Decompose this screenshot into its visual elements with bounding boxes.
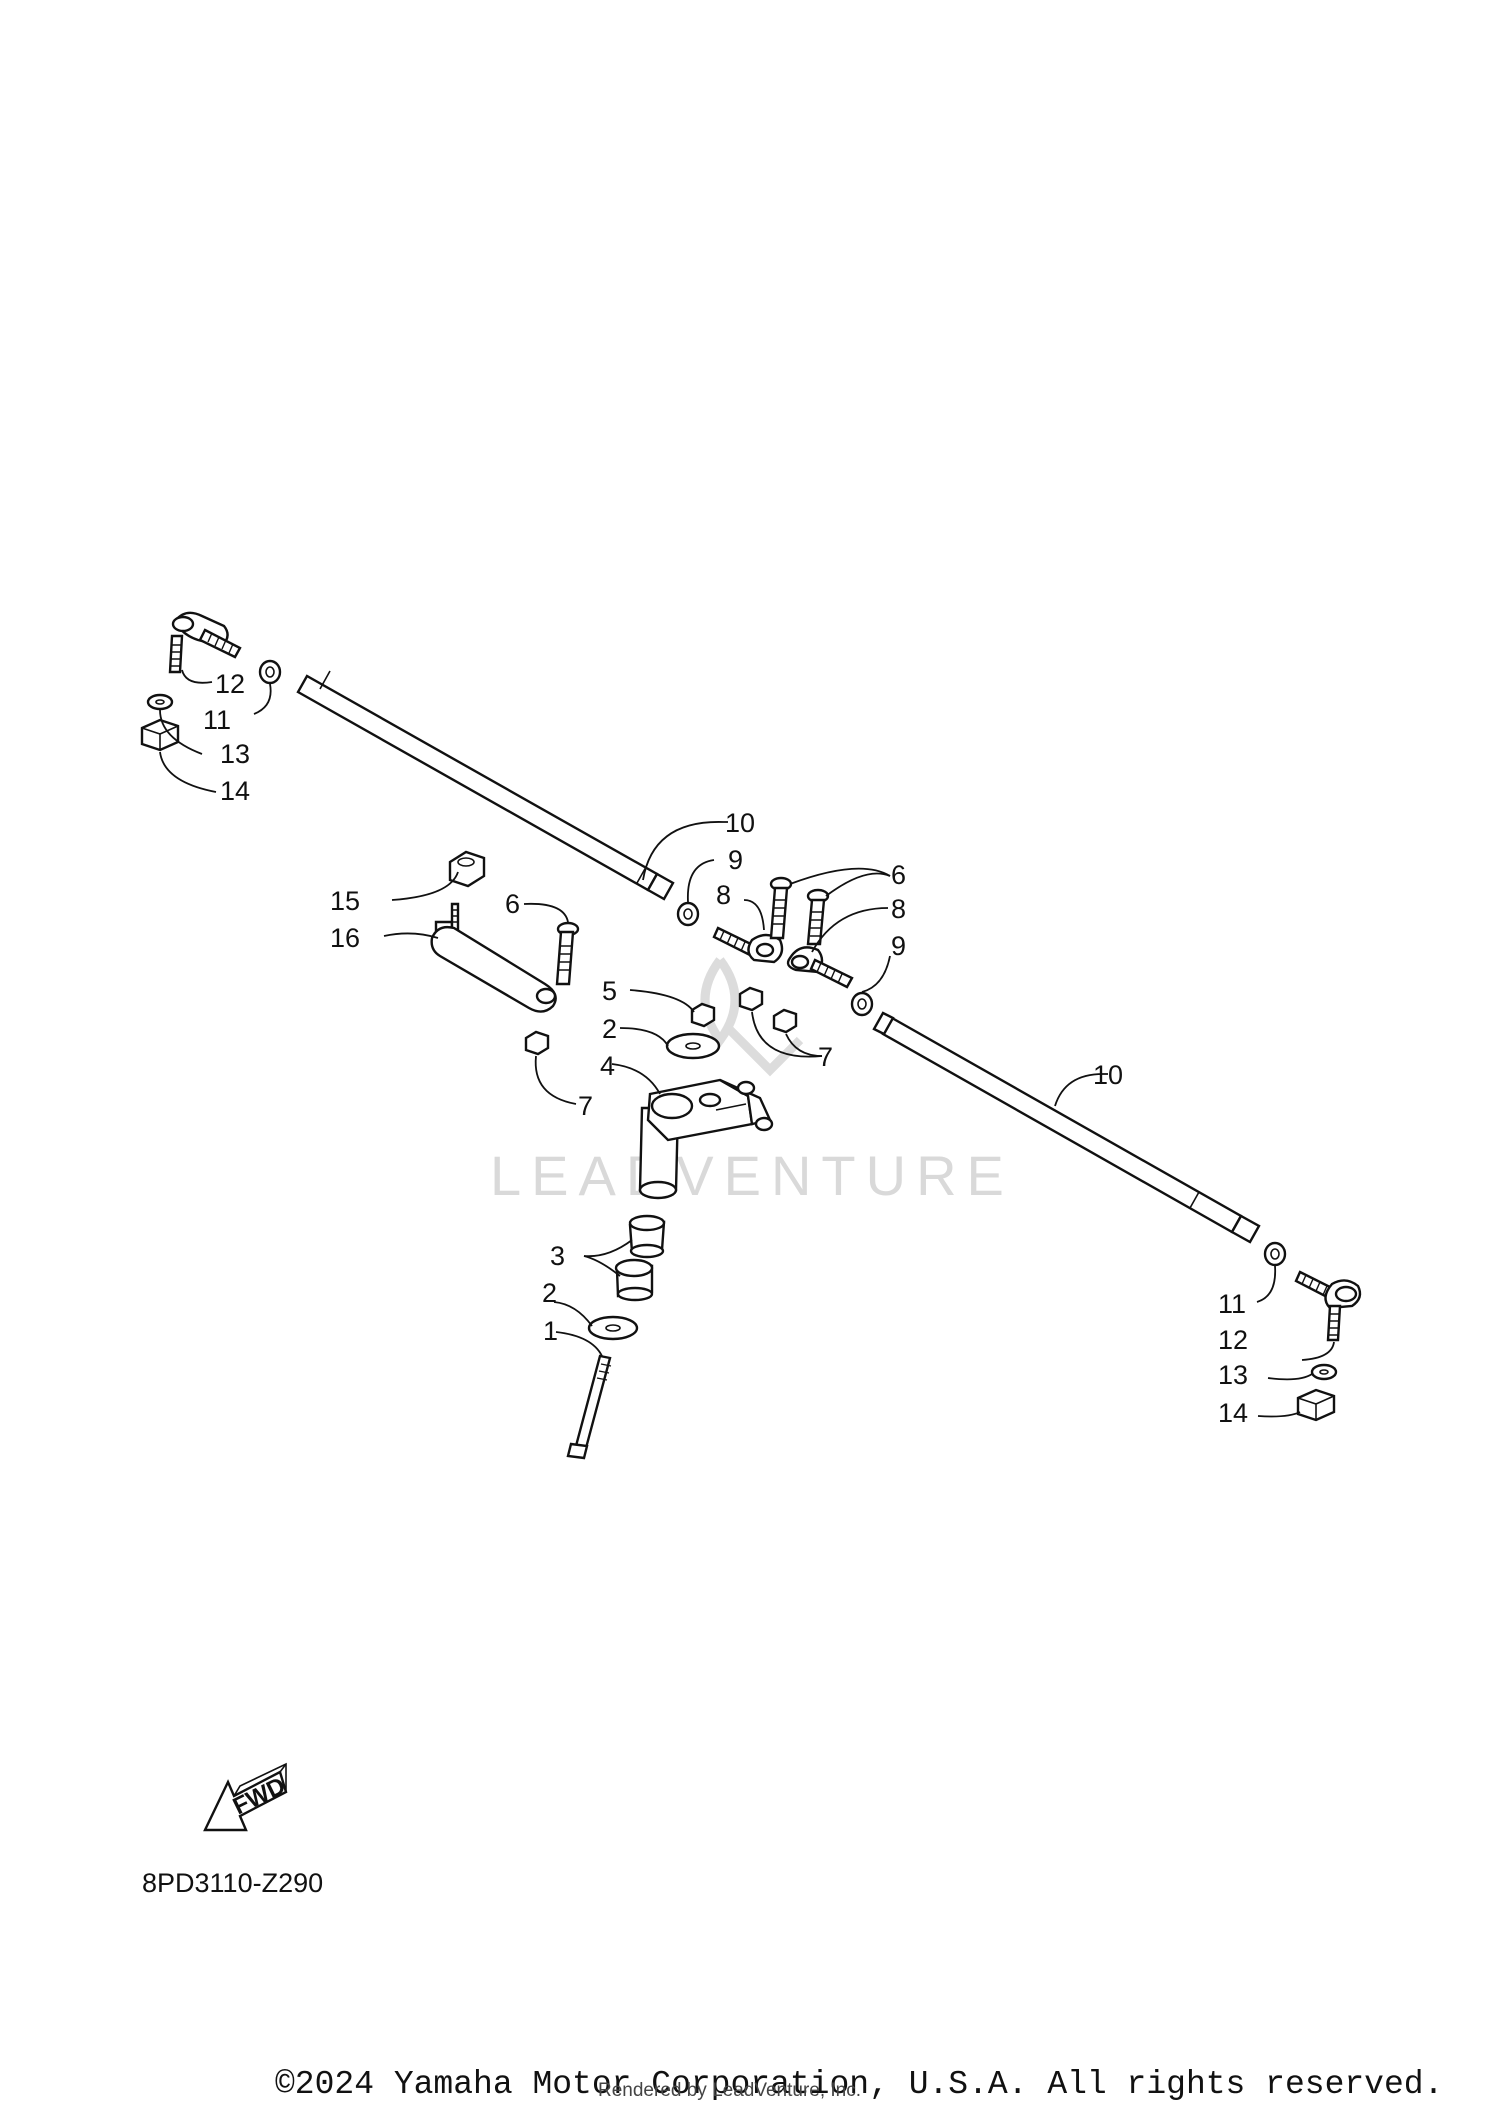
tie-rod-left: [296, 670, 675, 901]
leader-7c: [534, 1055, 577, 1105]
callout-2: 2: [602, 1014, 617, 1044]
callout-7: 7: [818, 1042, 833, 1072]
callout-12: 12: [215, 669, 245, 699]
callout-13: 13: [1218, 1360, 1248, 1390]
callout-11: 11: [203, 705, 231, 735]
tie-rod-right: [872, 1011, 1261, 1244]
leader-6b: [825, 872, 891, 897]
bolt-6-b: [806, 888, 830, 946]
leader-16: [383, 932, 439, 939]
callout-3: 3: [550, 1241, 565, 1271]
callout-4: 4: [600, 1051, 615, 1081]
leader-12a: [181, 669, 213, 684]
bushing-3-lower: [614, 1258, 654, 1302]
rendered-by-notice: Rendered by LeadVenture, Inc.: [598, 2080, 862, 2101]
leader-7a: [751, 1011, 823, 1058]
callout-9: 9: [891, 931, 906, 961]
leader-9b: [861, 955, 891, 993]
leader-3b: [583, 1255, 621, 1277]
leader-8b: [811, 907, 889, 953]
washer-13-right: [1310, 1363, 1338, 1381]
leader-11a: [253, 683, 272, 715]
leader-5: [629, 989, 695, 1013]
callout-16: 16: [330, 923, 360, 953]
nut-15: [448, 850, 486, 888]
copyright-notice: ©2024 Yamaha Motor Corporation, U.S.A. A…: [275, 2066, 1444, 2103]
nut-7-c: [524, 1030, 550, 1056]
nut-9-right: [850, 991, 874, 1017]
leader-14b: [1257, 1411, 1301, 1418]
nut-14-right: [1296, 1388, 1336, 1422]
callout-13: 13: [220, 739, 250, 769]
callout-8: 8: [891, 894, 906, 924]
leader-7b: [785, 1033, 823, 1057]
nut-5: [690, 1002, 716, 1028]
callout-8: 8: [716, 880, 731, 910]
leader-14a: [159, 751, 217, 793]
bolt-1: [566, 1354, 612, 1460]
washer-2-lower: [587, 1315, 639, 1341]
callout-10: 10: [1093, 1060, 1123, 1090]
leader-8a: [743, 899, 765, 931]
tie-rod-end-upper-left: [168, 611, 242, 674]
leader-9a: [687, 859, 715, 903]
bushing-3-upper: [628, 1214, 666, 1259]
leader-3a: [583, 1239, 633, 1258]
leader-6c: [523, 902, 569, 923]
leader-6a: [789, 867, 891, 885]
callout-9: 9: [728, 845, 743, 875]
tie-rod-end-8-right: [786, 946, 854, 989]
leader-2a: [619, 1027, 669, 1047]
fwd-arrow-icon: FWD: [203, 1762, 290, 1832]
callout-6: 6: [505, 889, 520, 919]
leader-11b: [1256, 1265, 1277, 1303]
bolt-6-c: [555, 921, 580, 986]
tie-rod-end-8-left: [712, 926, 784, 964]
callout-2: 2: [542, 1278, 557, 1308]
callout-15: 15: [330, 886, 360, 916]
callout-5: 5: [602, 976, 617, 1006]
washer-2-upper: [665, 1032, 721, 1060]
callout-14: 14: [220, 776, 250, 806]
washer-13-left: [146, 693, 174, 711]
leader-13b: [1267, 1373, 1313, 1381]
leader-1: [555, 1331, 603, 1357]
callout-12: 12: [1218, 1325, 1248, 1355]
nut-11-right: [1263, 1241, 1287, 1267]
tie-rod-end-lower-right: [1294, 1270, 1362, 1342]
bracket-4: [638, 1078, 774, 1200]
nut-9-left: [676, 901, 700, 927]
bolt-6-a: [769, 876, 793, 940]
watermark-text: LEADVENTURE: [490, 1144, 1014, 1207]
leader-10b: [1054, 1073, 1108, 1107]
nut-7-a: [738, 986, 764, 1012]
leader-12b: [1301, 1341, 1335, 1361]
fwd-label: FWD: [229, 1772, 290, 1820]
leader-2b: [553, 1301, 593, 1327]
leader-10a: [642, 821, 728, 881]
leader-4: [611, 1063, 661, 1095]
watermark-logo: [700, 957, 804, 1077]
nut-14-left: [140, 718, 180, 752]
callout-11: 11: [1218, 1289, 1246, 1319]
callout-1: 1: [543, 1316, 558, 1346]
callout-7: 7: [578, 1091, 593, 1121]
callout-6: 6: [891, 860, 906, 890]
link-16: [430, 902, 557, 1013]
callout-10: 10: [725, 808, 755, 838]
leader-13a: [159, 709, 203, 755]
diagram-code: 8PD3110-Z290: [142, 1868, 323, 1898]
leader-15: [391, 871, 459, 901]
nut-11-left: [258, 659, 282, 685]
nut-7-b: [772, 1008, 798, 1034]
callout-14: 14: [1218, 1398, 1248, 1428]
